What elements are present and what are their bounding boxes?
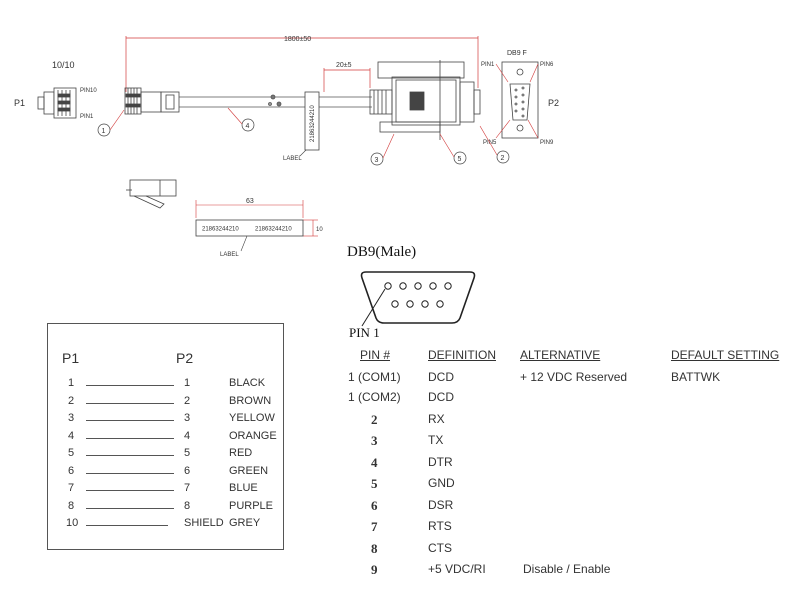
header-definition: DEFINITION	[428, 348, 496, 362]
db9-pin1-label: PIN 1	[349, 325, 380, 340]
p2-pin6-label: PIN6	[540, 62, 554, 68]
svg-text:2: 2	[501, 155, 505, 162]
db9f-front-icon	[501, 61, 539, 139]
cable-assembly-drawing: P1 10/10 PIN10 PIN1 1800±50	[14, 36, 559, 258]
wiring-table: P1 P2 1 1 BLACK 2 2 BROWN 3 3 YELLOW 4 4…	[47, 323, 284, 550]
table-row: 3 TX	[371, 433, 444, 448]
length-dimension	[125, 36, 479, 92]
db9-male-title: DB9(Male)	[347, 244, 417, 260]
db9-backshell-icon	[369, 60, 481, 140]
p2-pin9-label: PIN9	[540, 140, 554, 146]
callout-5: 5	[439, 133, 467, 165]
cable-label-tag	[304, 91, 320, 151]
wiring-row: 7 7 BLUE	[68, 482, 258, 494]
rj-connector-icon	[124, 87, 180, 115]
header-pin: PIN #	[360, 348, 391, 362]
db9f-title: DB9 F	[507, 50, 527, 57]
wiring-row: 2 2 BROWN	[68, 395, 272, 407]
wiring-row: 3 3 YELLOW	[68, 412, 275, 424]
label-width-dim: 63	[246, 198, 254, 205]
callout-1: 1	[97, 109, 125, 137]
header-alternative: ALTERNATIVE	[520, 348, 601, 362]
table-row: 5 GND	[371, 476, 455, 491]
wiring-row: 1 1 BLACK	[68, 377, 266, 389]
p1-ratio: 10/10	[52, 60, 75, 70]
label-height-dim: 10	[316, 227, 323, 233]
table-row: 4 DTR	[371, 455, 453, 470]
table-row: 2 RX	[371, 412, 445, 427]
db9-male-connector-icon	[360, 271, 476, 327]
strip-dimension	[323, 68, 371, 92]
wiring-p2-header: P2	[176, 350, 194, 366]
wiring-row: 5 5 RED	[68, 447, 253, 459]
header-default-setting: DEFAULT SETTING	[671, 348, 780, 362]
label-detail-word: LABEL	[220, 252, 239, 258]
p2-pin1-label: PIN1	[481, 62, 495, 68]
svg-text:3: 3	[375, 157, 379, 164]
wiring-p1-header: P1	[62, 350, 80, 366]
p2-label: P2	[548, 98, 559, 108]
p1-connector-icon	[37, 87, 77, 119]
table-row: 7 RTS	[371, 519, 452, 534]
label-code-left: 21863244210	[202, 227, 239, 233]
callout-3: 3	[370, 133, 395, 166]
table-row: 1 (COM2) DCD	[348, 390, 454, 404]
label-code-right: 21863244210	[255, 227, 292, 233]
strip-dimension-text: 20±5	[336, 62, 352, 69]
length-dimension-text: 1800±50	[284, 36, 311, 43]
wiring-row: 6 6 GREEN	[68, 465, 269, 477]
table-row: 8 CTS	[371, 541, 452, 556]
wiring-row: 4 4 ORANGE	[68, 430, 277, 442]
table-row: 9 +5 VDC/RI Disable / Enable	[371, 562, 611, 577]
wiring-row: 8 8 PURPLE	[68, 500, 274, 512]
p1-label: P1	[14, 98, 25, 108]
cable-label-code: 21863244210	[310, 105, 316, 142]
wiring-row: 10 SHIELD GREY	[66, 517, 261, 529]
table-row: 6 DSR	[371, 498, 454, 513]
svg-text:4: 4	[246, 123, 250, 130]
cable-label-word: LABEL	[283, 156, 302, 162]
rj-plug-sketch-icon	[126, 179, 177, 209]
table-row: 1 (COM1) DCD + 12 VDC Reserved BATTWK	[348, 370, 721, 384]
p1-pin1-label: PIN1	[80, 114, 94, 120]
cable-body	[179, 94, 372, 108]
svg-text:5: 5	[458, 156, 462, 163]
callout-2: 2	[479, 125, 510, 164]
svg-text:1: 1	[102, 128, 106, 135]
callout-4: 4	[227, 107, 255, 132]
label-detail: 63 10 21863244210 21863244210 LABEL	[195, 198, 323, 258]
p1-pin10-label: PIN10	[80, 88, 97, 94]
